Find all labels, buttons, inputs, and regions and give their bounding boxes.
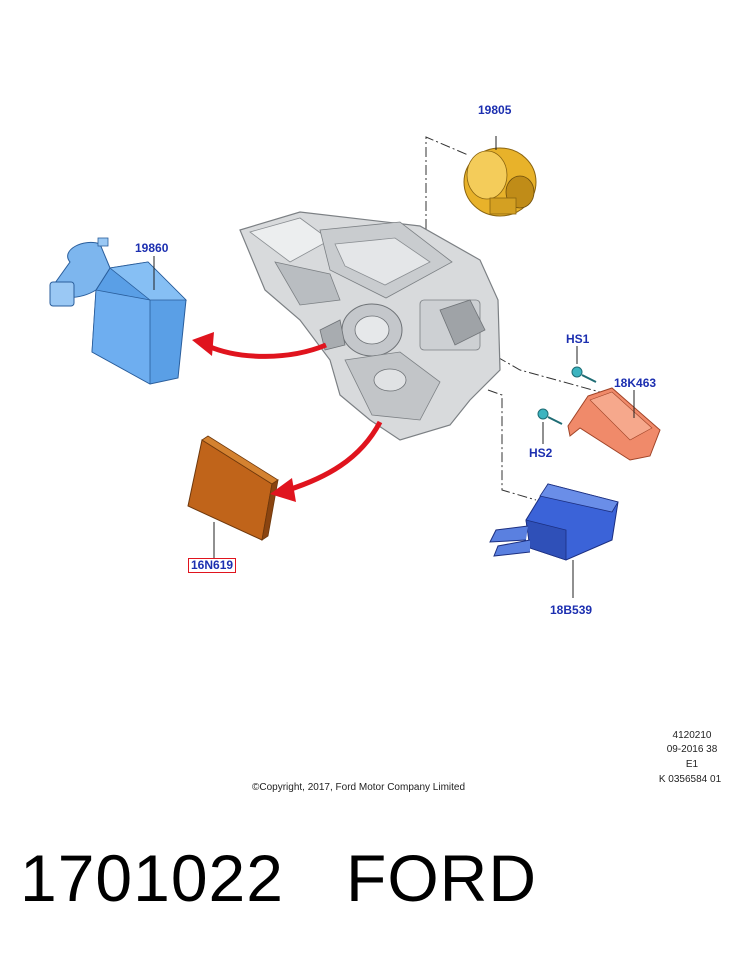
heater-bracket — [567, 387, 661, 461]
hvac-housing — [239, 211, 501, 441]
evaporator-core — [49, 237, 187, 385]
blower-motor — [463, 136, 537, 217]
screw-hs2 — [537, 408, 563, 444]
heater-core — [489, 483, 619, 598]
caption-part-number: 1701022 — [20, 841, 284, 915]
assembly-line-heater-core — [487, 389, 537, 501]
copyright-notice: ©Copyright, 2017, Ford Motor Company Lim… — [252, 782, 466, 793]
callout-evaporator[interactable]: 19860 — [135, 241, 169, 255]
screw-hs1 — [571, 346, 597, 383]
reference-line-3: E1 — [685, 759, 699, 770]
callout-heater-core[interactable]: 18B539 — [550, 603, 593, 617]
reference-line-4: K 0356584 01 — [658, 774, 722, 785]
reference-line-2: 09-2016 38 — [666, 744, 718, 755]
reference-line-1: 4120210 — [672, 730, 712, 741]
caption-brand: FORD — [346, 841, 537, 915]
callout-screw-hs2[interactable]: HS2 — [529, 446, 553, 460]
callout-screw-hs1[interactable]: HS1 — [566, 332, 590, 346]
arrow-evaporator — [192, 332, 327, 359]
callout-heater-bracket[interactable]: 18K463 — [614, 376, 657, 390]
callout-blower-motor[interactable]: 19805 — [478, 103, 512, 117]
arrow-cabin-filter — [270, 420, 383, 502]
callout-cabin-filter[interactable]: 16N619 — [188, 558, 237, 573]
cabin-filter — [187, 435, 279, 558]
